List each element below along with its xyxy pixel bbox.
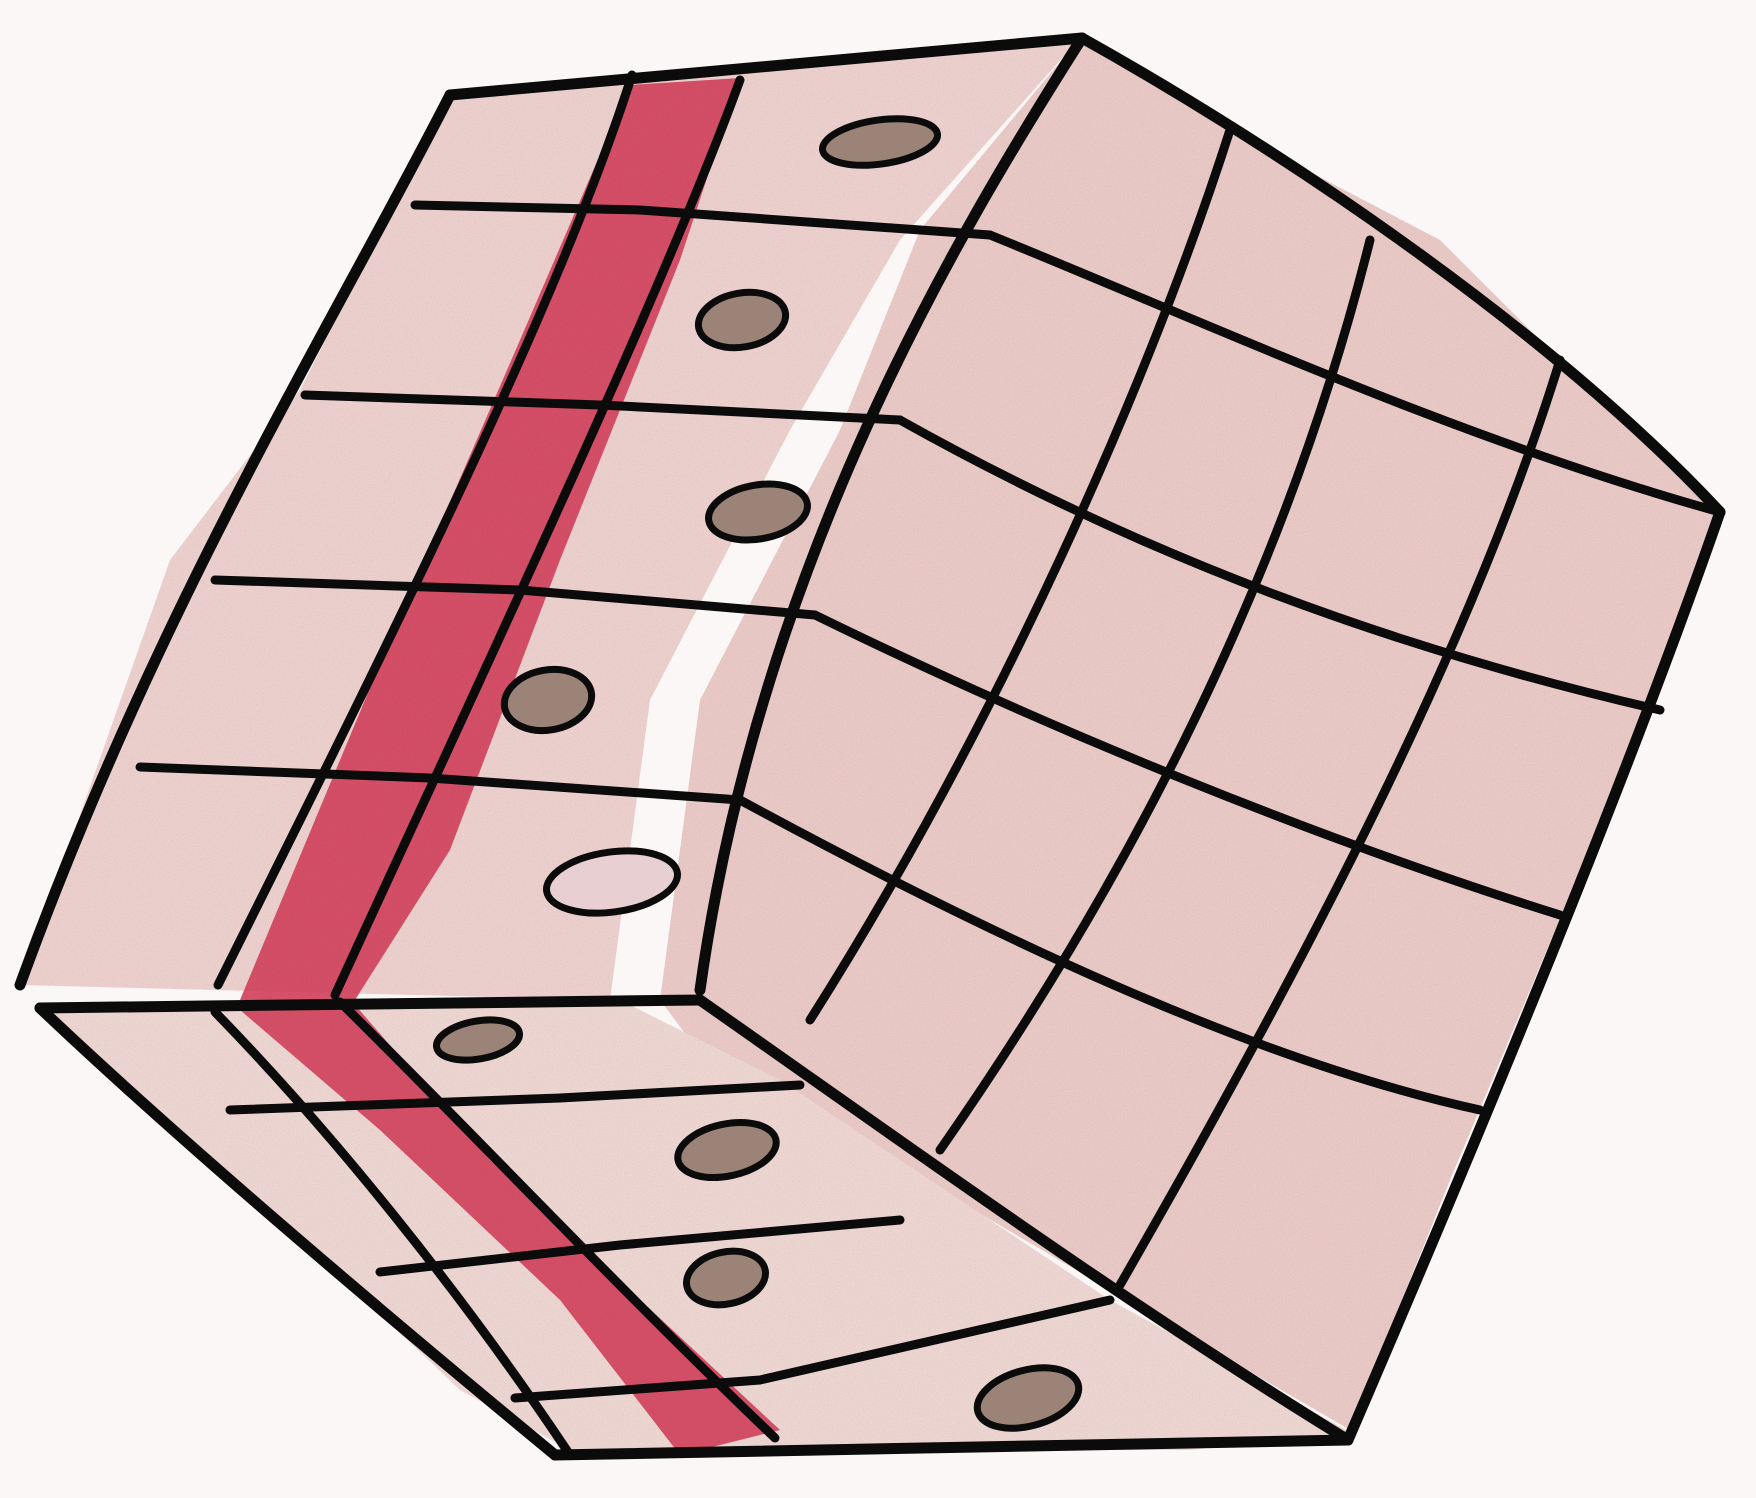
cell-block-drawing bbox=[0, 0, 1756, 1498]
